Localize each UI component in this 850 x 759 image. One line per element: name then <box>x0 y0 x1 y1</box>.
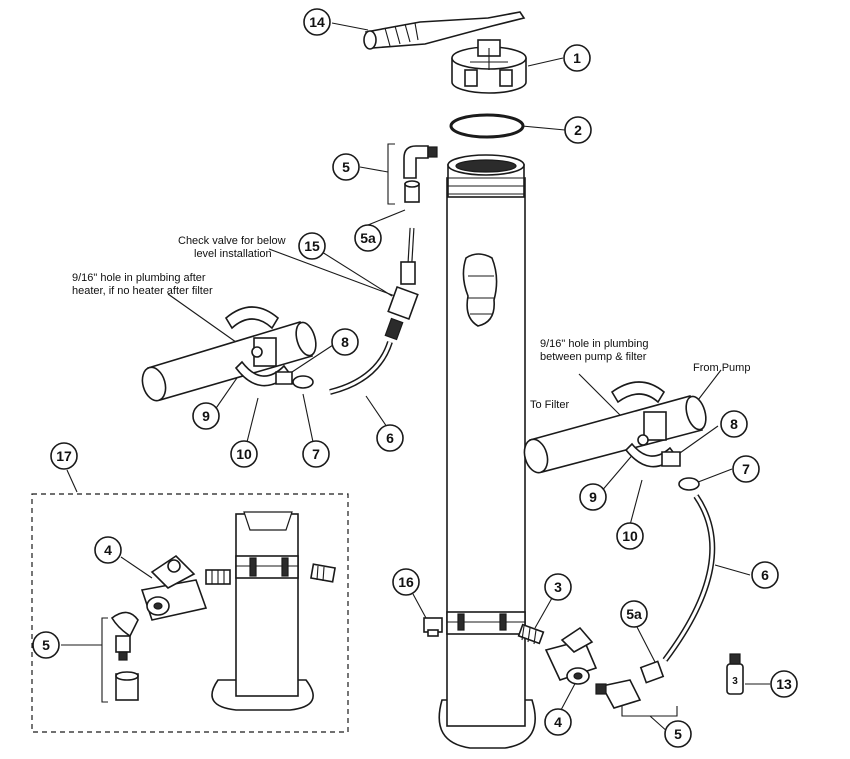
svg-text:10: 10 <box>622 528 638 544</box>
svg-text:5a: 5a <box>626 606 642 622</box>
callout-10-right: 10 <box>616 522 644 550</box>
inset-tube-base <box>211 511 314 711</box>
inset-valve <box>140 554 208 621</box>
svg-text:13: 13 <box>776 676 792 692</box>
callout-3: 3 <box>544 573 572 601</box>
pipe-right <box>523 381 707 491</box>
callout-1: 1 <box>563 44 591 72</box>
leader-lines <box>61 22 770 734</box>
callout-5a-bottom: 5a <box>620 600 648 628</box>
callout-5-bottom: 5 <box>664 720 692 748</box>
svg-text:2: 2 <box>574 122 582 138</box>
check-valve <box>384 227 419 341</box>
check-valve-note-line1: Check valve for below <box>178 235 286 247</box>
svg-text:5: 5 <box>342 159 350 175</box>
callout-5-top: 5 <box>332 153 360 181</box>
callout-10-left: 10 <box>230 440 258 468</box>
callout-8-right: 8 <box>720 410 748 438</box>
svg-text:16: 16 <box>398 574 414 590</box>
callout-6-left: 6 <box>376 424 404 452</box>
elbow-fitting-bottom <box>595 679 642 709</box>
to-filter-note: To Filter <box>530 399 569 411</box>
svg-text:5: 5 <box>42 637 50 653</box>
svg-text:5a: 5a <box>360 230 376 246</box>
top-cap <box>451 39 527 94</box>
svg-text:7: 7 <box>742 461 750 477</box>
annotation-notes: Check valve for below level installation… <box>72 235 750 411</box>
inset-box <box>31 493 349 733</box>
callout-4-inset: 4 <box>94 536 122 564</box>
inset-elbow <box>110 611 139 701</box>
svg-text:3: 3 <box>554 579 562 595</box>
svg-text:9: 9 <box>202 408 210 424</box>
bottle-label: 3 <box>732 676 738 687</box>
callout-2: 2 <box>564 116 592 144</box>
plug <box>423 617 443 637</box>
tubing-right <box>662 494 716 662</box>
spring-bottom <box>517 623 545 645</box>
svg-text:5: 5 <box>674 726 682 742</box>
callout-14: 14 <box>303 8 331 36</box>
svg-text:17: 17 <box>56 448 72 464</box>
svg-text:10: 10 <box>236 446 252 462</box>
svg-text:6: 6 <box>386 430 394 446</box>
callout-13: 13 <box>770 670 798 698</box>
nut-bottom <box>639 660 665 684</box>
svg-text:7: 7 <box>312 446 320 462</box>
svg-text:9: 9 <box>589 489 597 505</box>
callout-16: 16 <box>392 568 420 596</box>
from-pump-note: From Pump <box>693 362 750 374</box>
svg-text:4: 4 <box>104 542 112 558</box>
callout-8-left: 8 <box>331 328 359 356</box>
callout-7-right: 7 <box>732 455 760 483</box>
callout-5a-top: 5a <box>354 224 382 252</box>
svg-text:8: 8 <box>341 334 349 350</box>
hole-after-note-line2: heater, if no heater after filter <box>72 285 213 297</box>
callout-4-bottom: 4 <box>544 708 572 736</box>
o-ring <box>449 113 525 139</box>
svg-text:6: 6 <box>761 567 769 583</box>
svg-text:14: 14 <box>309 14 325 30</box>
check-valve-note-line2: level installation <box>194 248 272 260</box>
callout-9-right: 9 <box>579 483 607 511</box>
callout-9-left: 9 <box>192 402 220 430</box>
svg-text:1: 1 <box>573 50 581 66</box>
callout-6-right: 6 <box>751 561 779 589</box>
callout-17: 17 <box>50 442 78 470</box>
inset-spring <box>205 563 336 585</box>
lubricant-bottle: 3 <box>726 653 744 695</box>
chlorinator-tube <box>438 154 536 749</box>
callout-15: 15 <box>298 232 326 260</box>
valve-body-bottom <box>544 626 598 685</box>
svg-text:15: 15 <box>304 238 320 254</box>
elbow-fitting-top <box>403 145 438 203</box>
hole-between-note-line1: 9/16" hole in plumbing <box>540 338 648 350</box>
callout-7-left: 7 <box>302 440 330 468</box>
wrench-tool <box>363 11 526 50</box>
svg-text:4: 4 <box>554 714 562 730</box>
svg-text:8: 8 <box>730 416 738 432</box>
pipe-left <box>141 306 317 402</box>
hole-after-note-line1: 9/16" hole in plumbing after <box>72 272 206 284</box>
callout-5-inset: 5 <box>32 631 60 659</box>
hole-between-note-line2: between pump & filter <box>540 351 647 363</box>
tubing-left <box>329 341 393 395</box>
